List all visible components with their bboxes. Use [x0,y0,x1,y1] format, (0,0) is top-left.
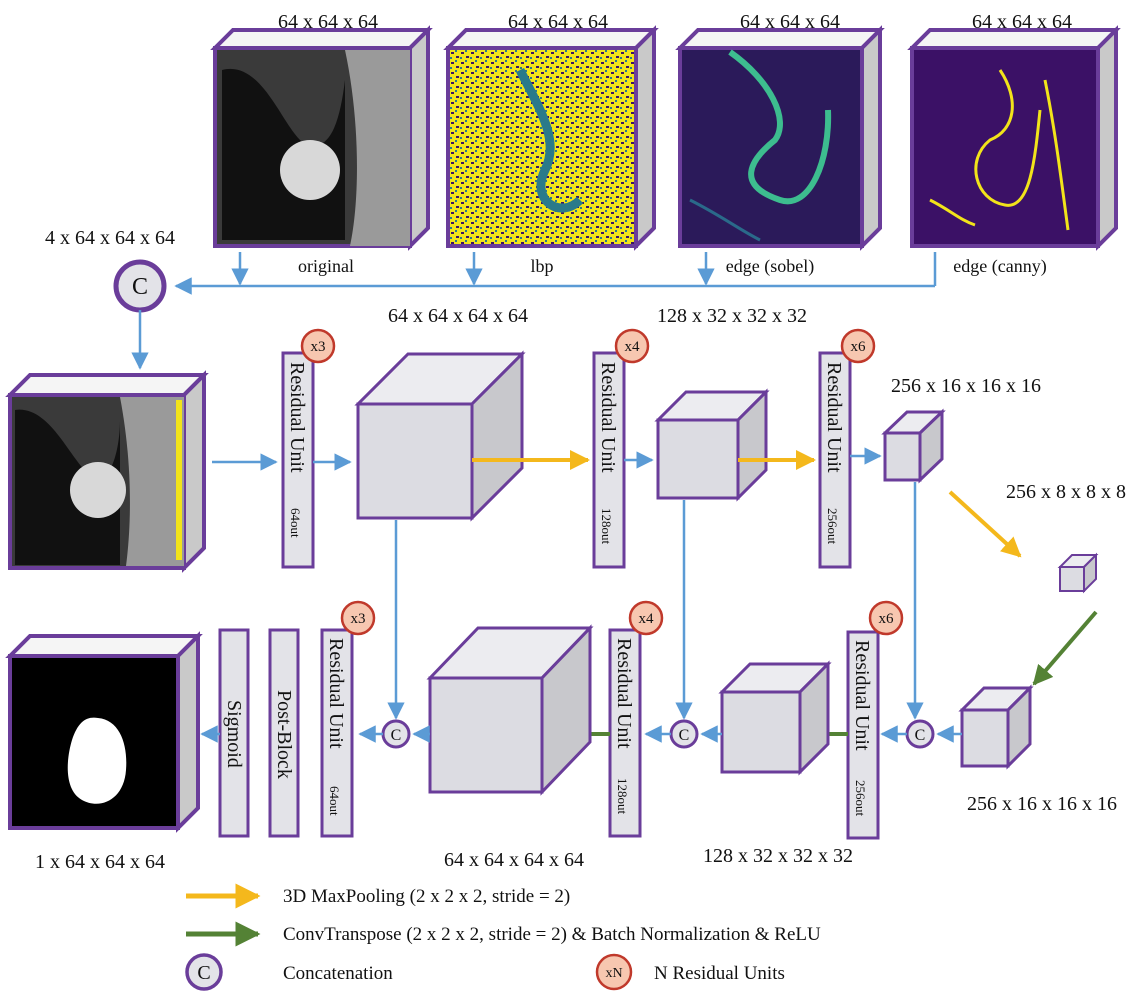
input-lbp-label: lbp [530,256,553,276]
legend-maxpool-text: 3D MaxPooling (2 x 2 x 2, stride = 2) [283,886,570,907]
sigmoid-block: Sigmoid [218,628,250,838]
svg-text:xN: xN [605,966,622,981]
input-original-dim: 64 x 64 x 64 [278,11,378,33]
stacked-input-volume [5,370,209,573]
input-original-label: original [298,256,354,276]
concat-node-input: C [113,259,167,313]
enc-ru2-name: Residual Unit [597,362,619,473]
concat-symbol: C [132,274,148,300]
legend-convtranspose-text: ConvTranspose (2 x 2 x 2, stride = 2) & … [283,924,821,945]
lbp-slice-image [446,46,638,248]
dec-ru2-name: Residual Unit [613,638,635,749]
svg-text:x3: x3 [351,611,366,627]
concat-node-dec3: C [905,719,935,749]
input-original: 64 x 64 x 64 original [210,11,433,276]
svg-text:C: C [391,727,402,744]
enc1-dim: 64 x 64 x 64 x 64 [388,305,528,327]
input-canny: 64 x 64 x 64 edge (canny) [907,11,1121,277]
enc-ru1-sub: 64out [288,508,303,538]
input-sobel-label: edge (sobel) [726,256,814,277]
output-segmentation-volume [5,631,203,833]
decoder-residual-unit-2: Residual Unit 128out x4 [608,600,664,838]
sigmoid-label: Sigmoid [223,700,245,768]
encoder-residual-unit-2: Residual Unit 128out x4 [592,328,650,569]
enc-ru1-name: Residual Unit [286,362,308,473]
svg-text:C: C [915,727,926,744]
dec-ru2-badge: x4 [628,600,664,636]
enc-ru3-name: Residual Unit [823,362,845,473]
legend-convtranspose: ConvTranspose (2 x 2 x 2, stride = 2) & … [186,921,821,947]
legend-residual-text: N Residual Units [654,963,785,984]
concat-node-dec2: C [669,719,699,749]
bottleneck-dim: 256 x 8 x 8 x 8 [1006,481,1126,503]
enc-ru3-sub: 256out [825,508,840,545]
enc-ru3-badge: x6 [840,328,876,364]
dec-ru3-sub: 256out [853,780,868,817]
enc3-dim: 256 x 16 x 16 x 16 [891,375,1041,397]
post-block: Post-Block [268,628,300,838]
input-lbp-dim: 64 x 64 x 64 [508,11,608,33]
encoder-residual-unit-3: Residual Unit 256out x6 [818,328,876,569]
input-concat-connectors [174,252,937,295]
svg-text:x4: x4 [639,611,655,627]
dec-ru3-badge: x6 [868,600,904,636]
encoder-feature-block-1 [354,350,526,522]
post-block-label: Post-Block [273,690,295,779]
encoder-feature-block-3 [881,408,946,484]
svg-text:x6: x6 [879,611,895,627]
legend-maxpool: 3D MaxPooling (2 x 2 x 2, stride = 2) [186,883,570,909]
enc-ru2-sub: 128out [599,508,614,545]
bottleneck-block [1057,552,1099,594]
svg-text:x4: x4 [625,339,641,355]
legend-concat-text: Concatenation [283,963,393,984]
dec-ru1-name: Residual Unit [325,638,347,749]
input-sobel: 64 x 64 x 64 edge (sobel) [675,11,885,277]
input-canny-dim: 64 x 64 x 64 [972,11,1072,33]
decoder-feature-block-2 [718,660,832,776]
decoder-feature-block-1 [426,624,594,796]
input-canny-label: edge (canny) [953,256,1046,277]
dec-ru1-badge: x3 [340,600,376,636]
input-sobel-dim: 64 x 64 x 64 [740,11,840,33]
output-dim: 1 x 64 x 64 x 64 [35,851,165,873]
dec1-dim: 64 x 64 x 64 x 64 [444,849,584,871]
input-lbp: 64 x 64 x 64 lbp [443,11,659,276]
up3-dim: 256 x 16 x 16 x 16 [967,793,1117,815]
concat-node-dec1: C [381,719,411,749]
enc-ru1-badge: x3 [300,328,336,364]
svg-text:C: C [197,962,210,984]
dec-ru2-sub: 128out [615,778,630,815]
legend: 3D MaxPooling (2 x 2 x 2, stride = 2) Co… [185,883,821,991]
svg-text:x3: x3 [311,339,326,355]
enc2-dim: 128 x 32 x 32 x 32 [657,305,807,327]
legend-concat: C Concatenation [185,953,393,991]
decoder-residual-unit-3: Residual Unit 256out x6 [846,600,904,840]
decoder-upsampled-block-3 [958,684,1034,770]
dec2-dim: 128 x 32 x 32 x 32 [703,845,853,867]
decoder-residual-unit-1: Residual Unit 64out x3 [320,600,376,838]
encoder-feature-block-2 [654,388,770,502]
concat-dim: 4 x 64 x 64 x 64 [45,227,175,249]
enc-ru2-badge: x4 [614,328,650,364]
svg-text:C: C [679,727,690,744]
dec-ru1-sub: 64out [327,786,342,816]
svg-text:x6: x6 [851,339,867,355]
dec-ru3-name: Residual Unit [851,640,873,751]
encoder-residual-unit-1: Residual Unit 64out x3 [281,328,336,569]
legend-residual: xN N Residual Units [595,953,785,991]
